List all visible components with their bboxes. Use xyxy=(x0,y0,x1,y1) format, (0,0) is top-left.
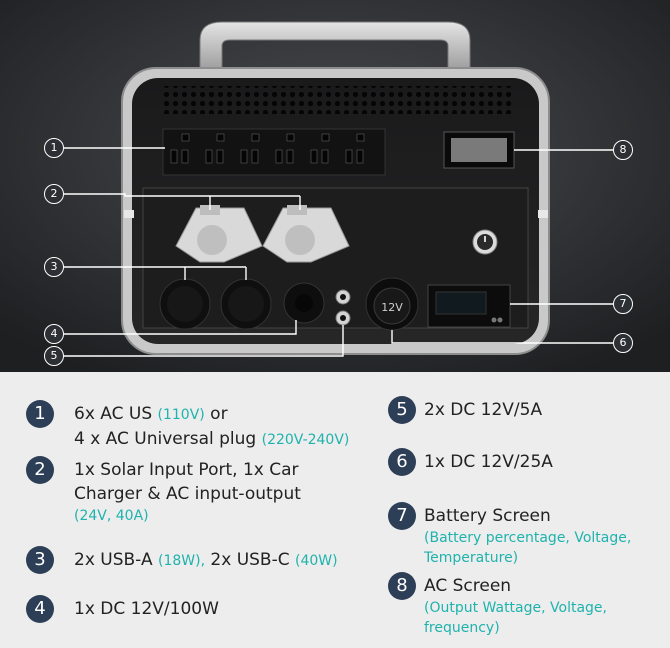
legend-text: 1x DC 12V/100W xyxy=(74,597,219,621)
legend-line: 2x USB-C xyxy=(210,550,290,570)
legend-line: 2x USB-A xyxy=(74,550,153,570)
legend-line: Charger & AC input-output xyxy=(74,484,301,504)
legend-highlight: frequency) xyxy=(424,620,500,636)
legend-line: 1x DC 12V/25A xyxy=(424,452,553,472)
legend-text: Battery Screen (Battery percentage, Volt… xyxy=(424,504,631,568)
legend-highlight: (Output Wattage, Voltage, xyxy=(424,600,607,616)
legend-highlight: Temperature) xyxy=(424,550,519,566)
callout-2: 2 xyxy=(44,184,64,204)
usb-port-1 xyxy=(159,278,211,330)
callout-8: 8 xyxy=(613,140,633,160)
callout-6: 6 xyxy=(613,333,633,353)
number-badge: 7 xyxy=(388,502,416,530)
legend-text: AC Screen (Output Wattage, Voltage, freq… xyxy=(424,574,607,638)
ac-output-socket xyxy=(262,205,350,263)
callout-7: 7 xyxy=(613,294,633,314)
legend-title: Battery Screen xyxy=(424,506,551,526)
legend-line: 1x DC 12V/100W xyxy=(74,599,219,619)
number-badge: 4 xyxy=(26,595,54,623)
legend-text: 1x DC 12V/25A xyxy=(424,450,553,474)
legend-text: 2x USB-A (18W), 2x USB-C (40W) xyxy=(74,548,338,573)
legend-highlight: (24V, 40A) xyxy=(74,508,149,524)
legend-line: 1x Solar Input Port, 1x Car xyxy=(74,460,299,480)
number-badge: 3 xyxy=(26,546,54,574)
usb-port-2 xyxy=(220,278,272,330)
number-badge: 5 xyxy=(388,396,416,424)
feature-legend: 1 6x AC US (110V) or 4 x AC Universal pl… xyxy=(0,372,670,648)
legend-highlight: (18W), xyxy=(157,553,206,569)
legend-text: 1x Solar Input Port, 1x Car Charger & AC… xyxy=(74,458,301,526)
number-badge: 1 xyxy=(26,400,54,428)
vent-grille xyxy=(160,86,515,114)
product-photo: 12V xyxy=(0,0,670,372)
legend-text: 2x DC 12V/5A xyxy=(424,398,542,422)
legend-line: or xyxy=(210,404,228,424)
legend-highlight: (Battery percentage, Voltage, xyxy=(424,530,632,546)
dc-100w-port xyxy=(283,282,325,324)
number-badge: 8 xyxy=(388,572,416,600)
callout-5: 5 xyxy=(44,346,64,366)
legend-line: 4 x AC Universal plug xyxy=(74,429,257,449)
legend-line: 6x AC US xyxy=(74,404,153,424)
number-badge: 6 xyxy=(388,448,416,476)
legend-line: 2x DC 12V/5A xyxy=(424,400,543,420)
legend-text: 6x AC US (110V) or 4 x AC Universal plug… xyxy=(74,402,349,452)
legend-title: AC Screen xyxy=(424,576,512,596)
legend-highlight: (40W) xyxy=(295,553,338,569)
callout-1: 1 xyxy=(44,138,64,158)
legend-highlight: (110V) xyxy=(157,407,205,423)
legend-highlight: (220V-240V) xyxy=(261,432,350,448)
number-badge: 2 xyxy=(26,456,54,484)
callout-3: 3 xyxy=(44,257,64,277)
dc-25a-socket: 12V xyxy=(365,277,419,331)
dc-socket-label: 12V xyxy=(381,301,403,314)
callout-4: 4 xyxy=(44,324,64,344)
